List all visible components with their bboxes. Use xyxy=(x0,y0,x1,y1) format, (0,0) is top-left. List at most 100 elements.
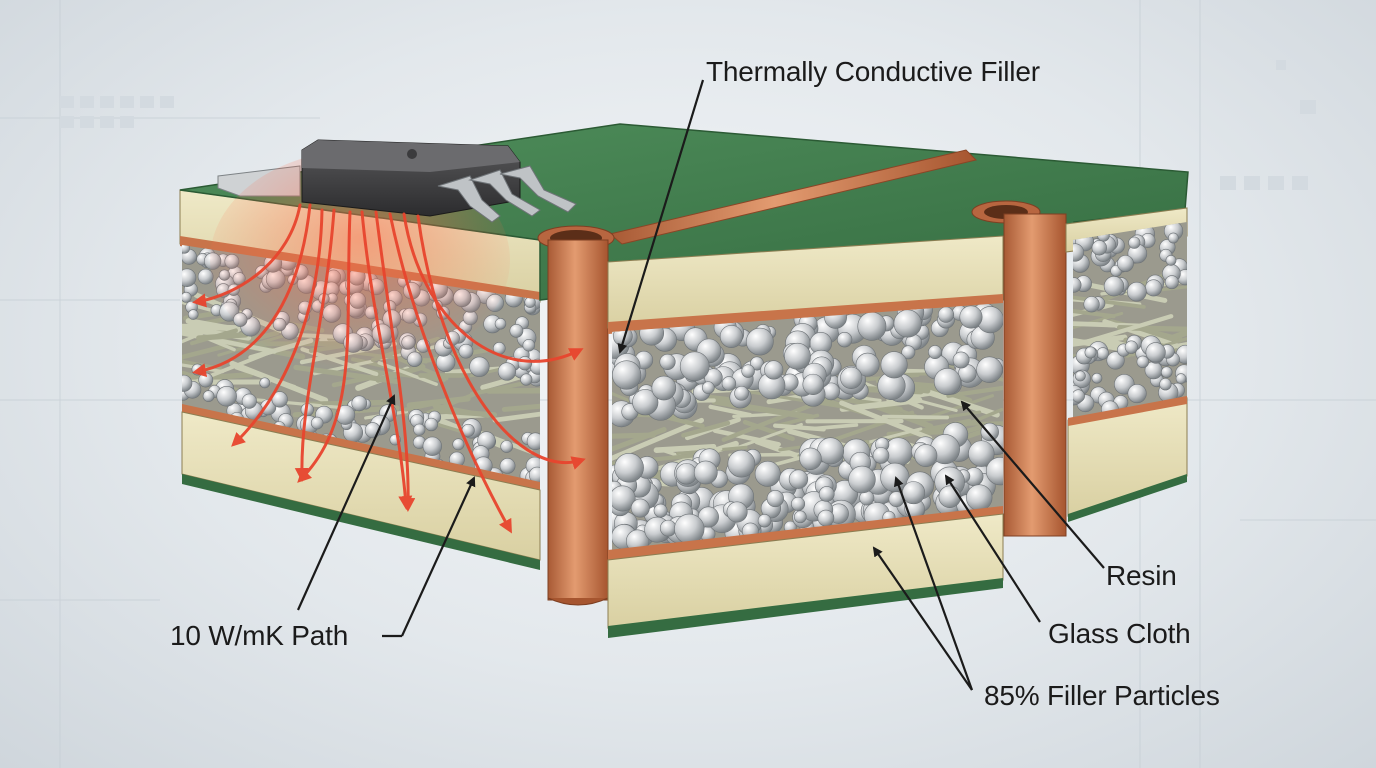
glass-fiber-icon xyxy=(735,422,803,450)
filler-sphere-icon xyxy=(952,351,970,369)
glass-fiber-icon xyxy=(712,428,781,447)
filler-sphere-icon xyxy=(938,485,961,508)
filler-sphere-icon xyxy=(497,362,517,381)
filler-sphere-icon xyxy=(1124,340,1138,354)
filler-sphere-icon xyxy=(914,444,938,468)
filler-sphere-icon xyxy=(259,377,271,389)
filler-sphere-icon xyxy=(1091,240,1107,256)
filler-sphere-icon xyxy=(893,309,922,338)
filler-sphere-icon xyxy=(1091,372,1103,384)
filler-sphere-icon xyxy=(902,481,926,505)
background-squares xyxy=(60,60,1316,190)
filler-sphere-icon xyxy=(1145,342,1166,363)
filler-sphere-icon xyxy=(469,356,490,377)
label-glass-cloth: Glass Cloth xyxy=(1048,618,1191,649)
leader-lines xyxy=(296,79,1105,691)
glass-fiber-icon xyxy=(612,432,656,440)
filler-sphere-icon xyxy=(966,484,993,511)
filler-sphere-icon xyxy=(741,364,755,378)
filler-sphere-icon xyxy=(693,460,718,485)
glass-fiber-icon xyxy=(403,399,449,412)
glass-fiber-icon xyxy=(501,403,540,412)
filler-sphere-icon xyxy=(840,366,863,390)
filler-sphere-icon xyxy=(679,351,710,382)
filler-sphere-icon xyxy=(721,376,737,391)
filler-sphere-icon xyxy=(651,375,677,401)
filler-sphere-icon xyxy=(1164,275,1179,290)
filler-sphere-icon xyxy=(424,417,438,432)
glass-fiber-icon xyxy=(775,413,820,428)
glass-fiber-icon xyxy=(469,380,531,397)
filler-sphere-icon xyxy=(836,331,853,348)
filler-sphere-icon xyxy=(1165,254,1177,266)
filler-sphere-icon xyxy=(500,440,514,453)
label-thermal-path: 10 W/mK Path xyxy=(170,620,349,651)
filler-sphere-icon xyxy=(422,436,442,456)
filler-sphere-icon xyxy=(659,519,677,537)
glass-fiber-icon xyxy=(738,388,841,408)
filler-sphere-icon xyxy=(1106,351,1125,370)
glass-fiber-icon xyxy=(711,398,815,421)
glass-fiber-icon xyxy=(742,419,795,442)
filler-sphere-icon xyxy=(928,345,942,360)
filler-sphere-icon xyxy=(202,390,215,402)
top-copper-right xyxy=(608,294,1003,334)
glass-fiber-icon xyxy=(480,373,526,391)
glass-fiber-icon xyxy=(182,323,243,332)
filler-sphere-icon xyxy=(494,318,507,330)
glass-fiber-icon xyxy=(417,348,489,365)
heat-arrow-icon xyxy=(192,203,586,534)
label-thermally-conductive-filler: Thermally Conductive Filler xyxy=(706,56,1040,87)
filler-sphere-icon xyxy=(794,510,807,524)
filler-sphere-icon xyxy=(632,389,659,416)
filler-sphere-icon xyxy=(198,372,214,388)
filler-sphere-icon xyxy=(1167,232,1179,244)
filler-sphere-icon xyxy=(734,385,749,401)
glass-fiber-icon xyxy=(612,417,704,464)
glass-fiber-icon xyxy=(432,403,491,418)
filler-sphere-icon xyxy=(1159,378,1172,391)
filler-sphere-icon xyxy=(675,463,698,485)
glass-fiber-icon xyxy=(959,407,1003,429)
filler-sphere-icon xyxy=(216,386,237,407)
filler-sphere-icon xyxy=(959,305,983,329)
filler-sphere-icon xyxy=(1074,370,1086,382)
filler-sphere-icon xyxy=(520,373,533,386)
filler-sphere-icon xyxy=(1117,255,1134,272)
glass-fiber-icon xyxy=(196,332,249,341)
filler-sphere-icon xyxy=(310,416,324,430)
filler-sphere-icon xyxy=(612,360,642,390)
label-filler-particles: 85% Filler Particles xyxy=(984,680,1220,711)
filler-sphere-icon xyxy=(848,465,876,494)
filler-sphere-icon xyxy=(522,339,536,352)
filler-sphere-icon xyxy=(182,374,193,392)
filler-sphere-icon xyxy=(726,501,748,523)
filler-sphere-icon xyxy=(1084,346,1097,359)
filler-sphere-icon xyxy=(791,496,806,511)
copper-trace xyxy=(608,149,977,245)
filler-sphere-icon xyxy=(754,460,781,487)
filler-sphere-icon xyxy=(458,343,474,359)
bottom-copper-far-right xyxy=(1068,396,1187,426)
filler-sphere-icon xyxy=(855,352,880,377)
filler-sphere-icon xyxy=(499,458,516,474)
filler-sphere-icon xyxy=(880,351,908,379)
filler-sphere-icon xyxy=(802,373,824,396)
filler-sphere-icon xyxy=(1096,347,1110,360)
label-resin: Resin xyxy=(1106,560,1177,591)
filler-sphere-icon xyxy=(745,327,774,356)
copper-via-icon xyxy=(971,200,1067,537)
filler-sphere-icon xyxy=(857,311,887,341)
filler-sphere-icon xyxy=(509,324,524,338)
filler-sphere-icon xyxy=(817,509,835,527)
filler-sphere-icon xyxy=(799,447,822,471)
filler-sphere-icon xyxy=(630,498,650,518)
ic-package-icon xyxy=(301,139,577,223)
filler-sphere-icon xyxy=(1073,389,1085,403)
glass-fiber-icon xyxy=(708,404,753,418)
filler-sphere-icon xyxy=(784,342,811,370)
filler-sphere-icon xyxy=(241,393,257,409)
glass-fiber-icon xyxy=(1073,306,1116,319)
filler-sphere-icon xyxy=(614,452,644,483)
